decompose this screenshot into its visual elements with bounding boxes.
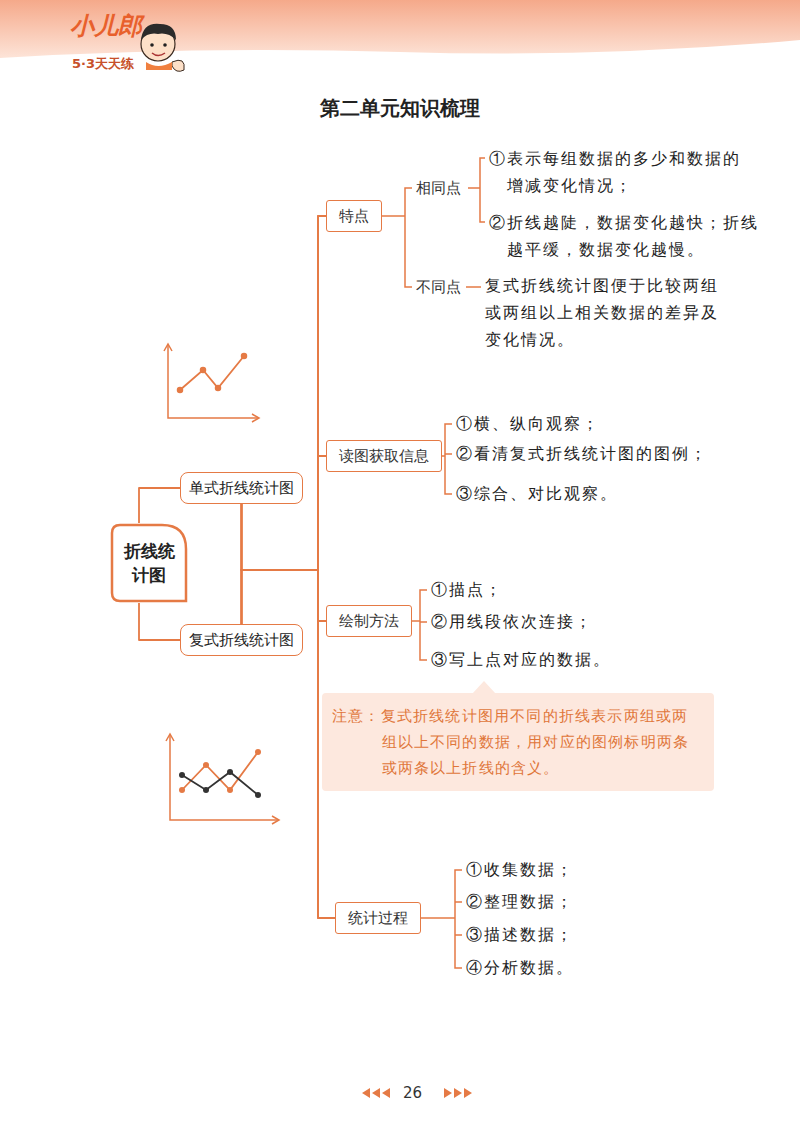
bracket-stub (421, 917, 455, 919)
connector-line (242, 216, 327, 624)
category-box: 特点 (326, 200, 382, 232)
point-text: ①表示每组数据的多少和数据的增减变化情况； (489, 145, 751, 199)
bracket-stub (412, 620, 420, 622)
note-box: 注意：复式折线统计图用不同的折线表示两组或两组以上不同的数据，用对应的图例标明两… (322, 693, 714, 791)
step-text: ③综合、对比观察。 (456, 480, 618, 507)
node-text: 折线统计图 (121, 539, 177, 587)
connector-line (242, 216, 327, 570)
chart-type-box: 复式折线统计图 (180, 624, 303, 656)
step-text: ③写上点对应的数据。 (431, 646, 611, 673)
category-box: 读图获取信息 (326, 440, 442, 472)
cartoon-kid (141, 24, 184, 72)
node-text: 绘制方法 (339, 612, 399, 630)
connector-line (242, 570, 327, 624)
step-text: ④分析数据。 (466, 954, 574, 981)
point-text: 复式折线统计图便于比较两组或两组以上相关数据的差异及变化情况。 (485, 272, 735, 353)
category-box: 绘制方法 (326, 605, 412, 637)
single-line-chart-icon (164, 344, 259, 422)
step-text: ①描点； (431, 576, 503, 603)
node-text: 注意：复式折线统计图用不同的折线表示两组或两组以上不同的数据，用对应的图例标明两… (332, 703, 704, 781)
point-text: ②折线越陡，数据变化越快；折线越平缓，数据变化越慢。 (489, 209, 765, 263)
node-text: 特点 (339, 207, 369, 225)
step-text: ②用线段依次连接； (431, 608, 593, 635)
step-text: ②整理数据； (466, 888, 574, 915)
root-tab: 折线统计图 (110, 523, 188, 603)
header-band (0, 0, 800, 58)
step-text: ①横、纵向观察； (456, 410, 600, 437)
brand-logo: 小儿郎 (70, 12, 142, 40)
bracket-lines (405, 158, 485, 968)
node-text: 统计过程 (348, 909, 408, 927)
page-title: 第二单元知识梳理 (0, 94, 800, 122)
bracket-stub (442, 455, 445, 457)
category-box: 统计过程 (335, 902, 421, 934)
node-text: 单式折线统计图 (189, 479, 294, 497)
node-text: 读图获取信息 (339, 447, 429, 465)
bracket-stub (382, 215, 405, 217)
bracket-stubs (382, 216, 455, 918)
step-text: ③描述数据； (466, 921, 574, 948)
note-pointer (472, 681, 496, 694)
double-line-chart-icon (166, 734, 279, 824)
tab-outline (110, 523, 188, 603)
page-number: 26 (403, 1083, 422, 1103)
connector-line (139, 603, 180, 640)
branch-label: 相同点 (416, 178, 461, 198)
step-text: ①收集数据； (466, 856, 574, 883)
connector-line (242, 504, 327, 621)
connector-line (242, 504, 336, 918)
connector-line (242, 570, 336, 918)
chart-type-box: 单式折线统计图 (180, 472, 303, 504)
node-text: 复式折线统计图 (189, 631, 294, 649)
brand-series: 5·3天天练 (72, 56, 134, 72)
connector-line (139, 488, 180, 523)
branch-label: 不同点 (416, 277, 461, 297)
step-text: ②看清复式折线统计图的图例； (456, 440, 708, 467)
